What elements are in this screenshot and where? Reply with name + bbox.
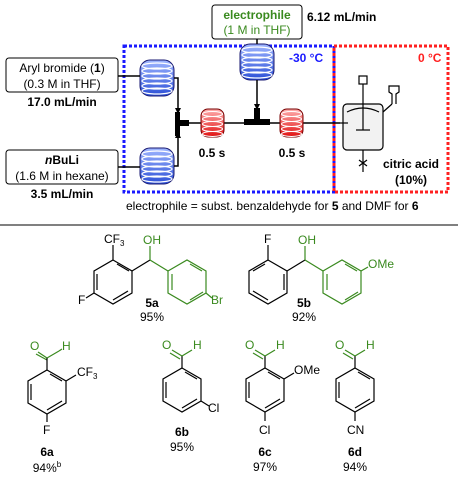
compound-5a-yield: 95% <box>140 310 164 324</box>
compound-5b-f: F <box>264 232 271 246</box>
residence-time-1: 0.5 s <box>199 146 226 160</box>
compound-6d-o: O <box>335 338 344 352</box>
compound-6b-yield: 95% <box>170 440 194 454</box>
electrophile-rate: 6.12 mL/min <box>307 10 376 24</box>
precool-coil-electrophile <box>239 43 275 81</box>
quench-flask <box>340 75 400 172</box>
compound-6c <box>245 349 295 421</box>
compound-5a-number: 5a <box>145 296 159 310</box>
nbuli-label: nBuLi <box>45 153 79 167</box>
compound-6a <box>27 348 77 422</box>
compound-5b-oh: OH <box>298 233 316 247</box>
quench-percent: (10%) <box>395 173 427 187</box>
compound-5a-cf3: CF3 <box>104 232 125 248</box>
zero-zone-box <box>332 44 450 194</box>
compound-6b <box>162 349 210 413</box>
electrophile-label: electrophile <box>223 8 291 22</box>
compound-6b-o: O <box>162 338 171 352</box>
compound-6b-cl: Cl <box>208 401 219 415</box>
compound-6d-h: H <box>366 338 375 352</box>
quench-label: citric acid <box>383 157 439 171</box>
compound-6c-ome: OMe <box>294 363 320 377</box>
reactor-coil-2 <box>279 108 304 138</box>
compound-6c-number: 6c <box>258 445 272 459</box>
compound-6a-number: 6a <box>40 445 54 459</box>
compound-6a-yield: 94%b <box>33 460 62 475</box>
nbuli-conc: (1.6 M in hexane) <box>15 169 108 183</box>
compound-6d-cn: CN <box>347 423 364 437</box>
precool-coil-top <box>139 59 175 97</box>
reactor-coil-1 <box>200 108 225 138</box>
compound-6c-h: H <box>276 338 285 352</box>
nbuli-rate: 3.5 mL/min <box>31 187 94 201</box>
t-mixer-2-stem <box>254 108 260 122</box>
compound-6c-yield: 97% <box>253 460 277 474</box>
compound-5b <box>248 245 369 305</box>
electrophile-conc: (1 M in THF) <box>223 23 290 37</box>
residence-time-2: 0.5 s <box>279 146 306 160</box>
aryl-bromide-conc: (0.3 M in THF) <box>23 77 100 91</box>
compound-5a-oh: OH <box>143 233 161 247</box>
compound-6d-yield: 94% <box>343 460 367 474</box>
compound-5a-f: F <box>78 293 85 307</box>
compound-6d-number: 6d <box>348 445 362 459</box>
compound-6a-cf3: CF3 <box>77 365 98 381</box>
compound-6b-number: 6b <box>175 425 189 439</box>
aryl-bromide-rate: 17.0 mL/min <box>27 95 96 109</box>
t-mixer-1-bar <box>175 120 189 126</box>
zero-zone-temp: 0 °C <box>418 51 442 65</box>
compound-6c-o: O <box>245 338 254 352</box>
compound-6d <box>335 349 375 421</box>
compound-5a-br: Br <box>211 293 223 307</box>
compound-6a-o: O <box>30 339 39 353</box>
electrophile-note: electrophile = subst. benzaldehyde for 5… <box>126 199 419 213</box>
compound-5b-yield: 92% <box>292 310 316 324</box>
compound-6b-h: H <box>193 338 202 352</box>
compound-6a-h: H <box>62 339 71 353</box>
compound-6c-cl: Cl <box>259 423 270 437</box>
cold-zone-temp: -30 °C <box>289 51 323 65</box>
compound-5b-number: 5b <box>297 296 311 310</box>
compound-5a <box>85 245 213 305</box>
aryl-bromide-label: Aryl bromide (1) <box>19 61 104 75</box>
compound-5b-ome: OMe <box>368 257 394 271</box>
aryl-bromide-label-box <box>5 57 119 93</box>
precool-coil-bottom <box>139 147 175 185</box>
compound-6a-f: F <box>43 423 50 437</box>
